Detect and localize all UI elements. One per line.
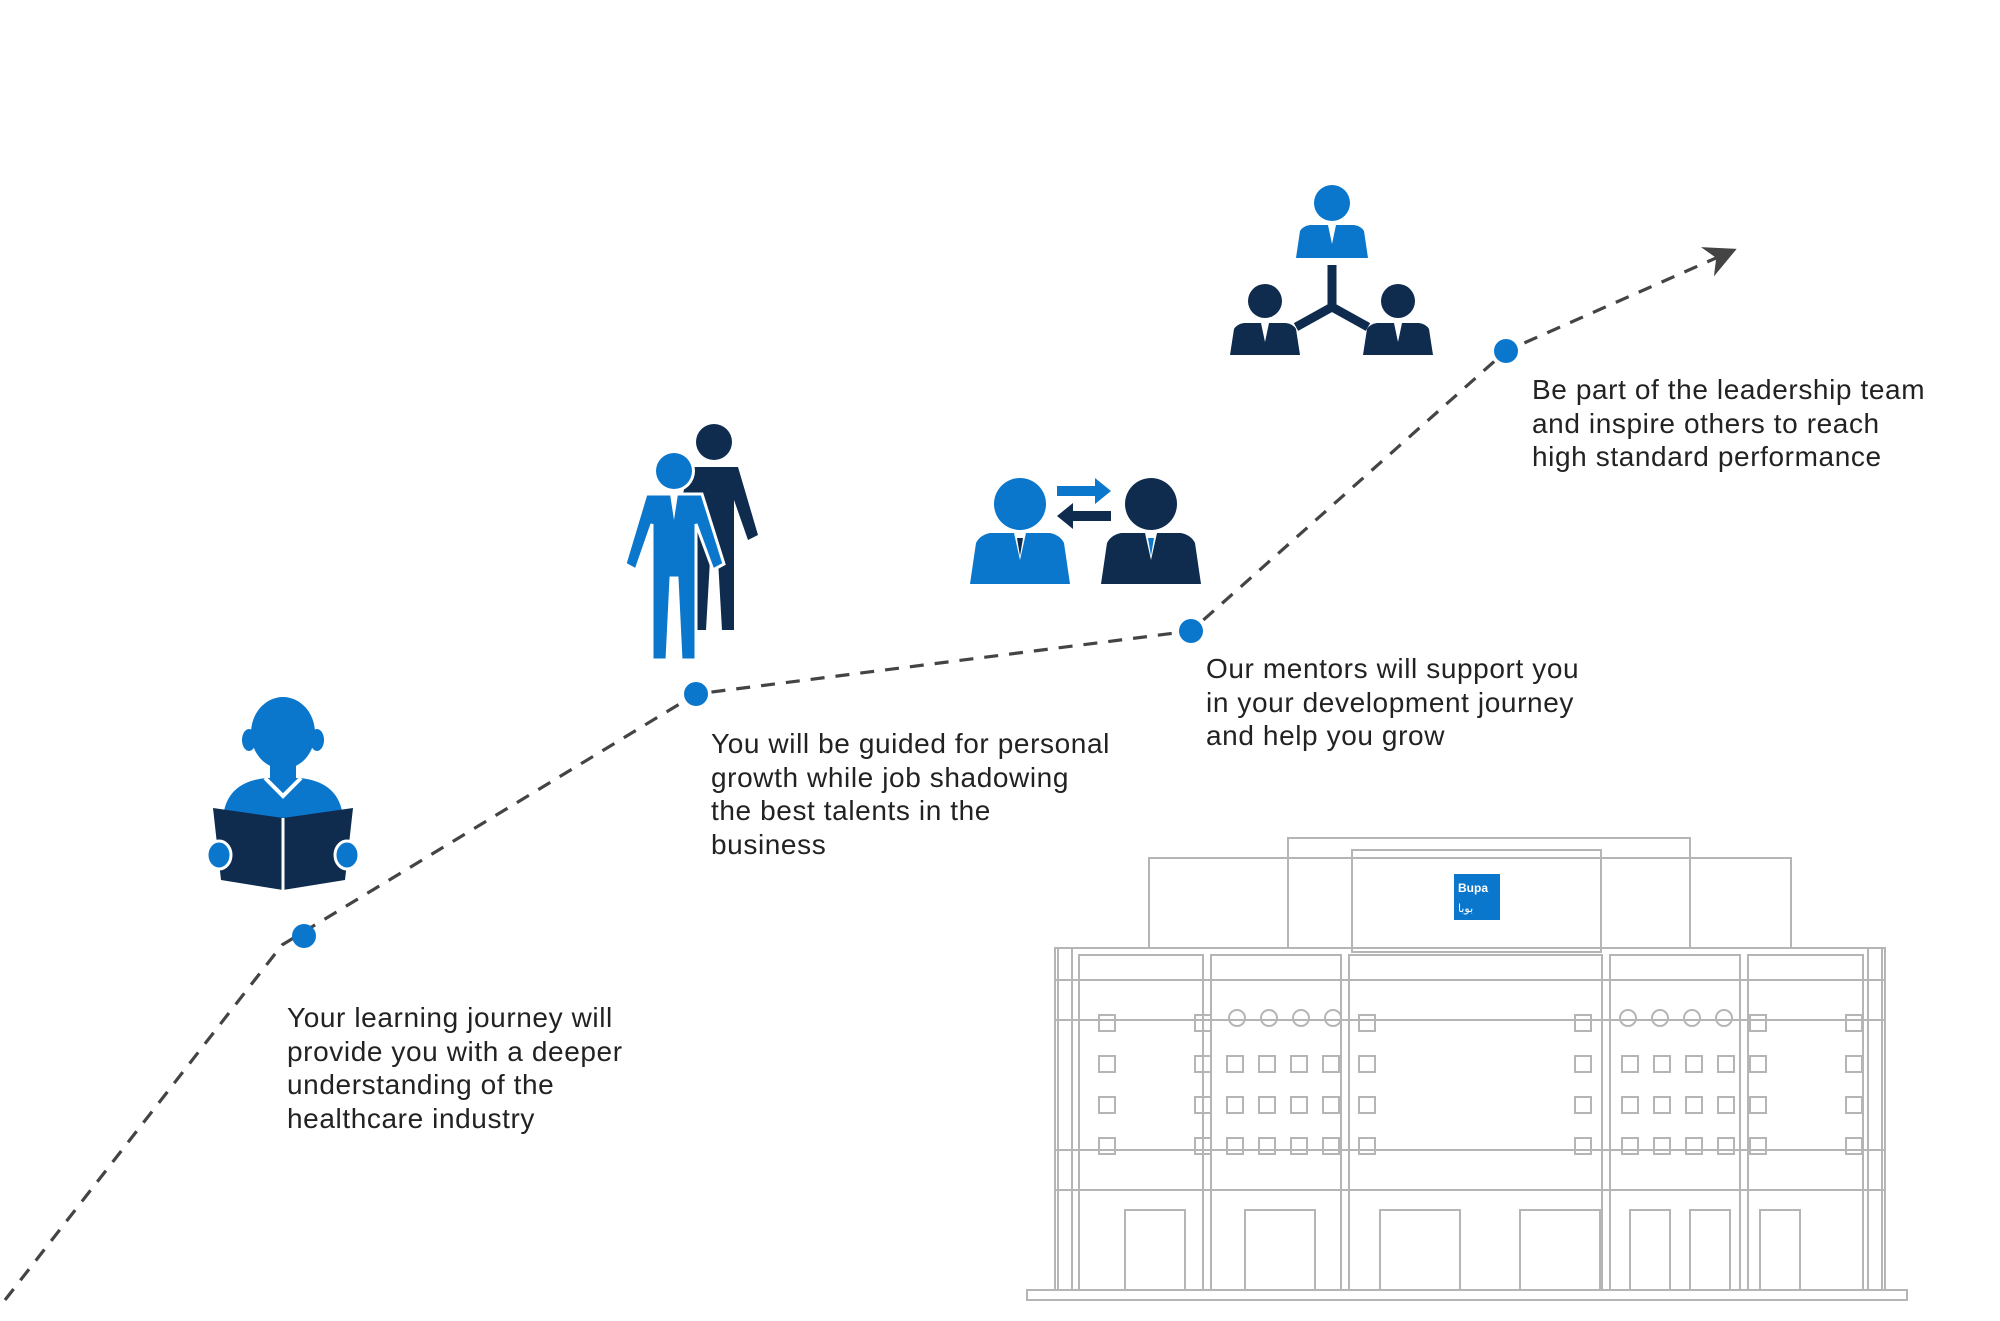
bupa-logo-arabic: بوبا (1458, 902, 1473, 915)
leadership-team-icon (1230, 185, 1433, 355)
milestone-dot-3 (1179, 619, 1203, 643)
job-shadowing-icon (623, 424, 758, 662)
milestone-dot-2 (684, 682, 708, 706)
step-2-text: You will be guided for personal growth w… (711, 728, 1110, 860)
bupa-logo-text: Bupa (1458, 881, 1488, 895)
milestone-dot-4 (1494, 339, 1518, 363)
journey-path (3, 247, 1737, 1301)
reading-person-icon (205, 697, 361, 890)
step-4-text: Be part of the leadership team and inspi… (1532, 374, 1926, 472)
mentoring-exchange-icon (970, 478, 1201, 584)
bupa-logo: Bupa بوبا (1454, 874, 1500, 920)
step-3-text: Our mentors will support you in your dev… (1206, 653, 1580, 751)
building-window-grid (1098, 1009, 1863, 1291)
milestone-dot-1 (292, 924, 316, 948)
step-1-text: Your learning journey will provide you w… (287, 1002, 623, 1134)
bupa-building-illustration (1026, 837, 1908, 1301)
